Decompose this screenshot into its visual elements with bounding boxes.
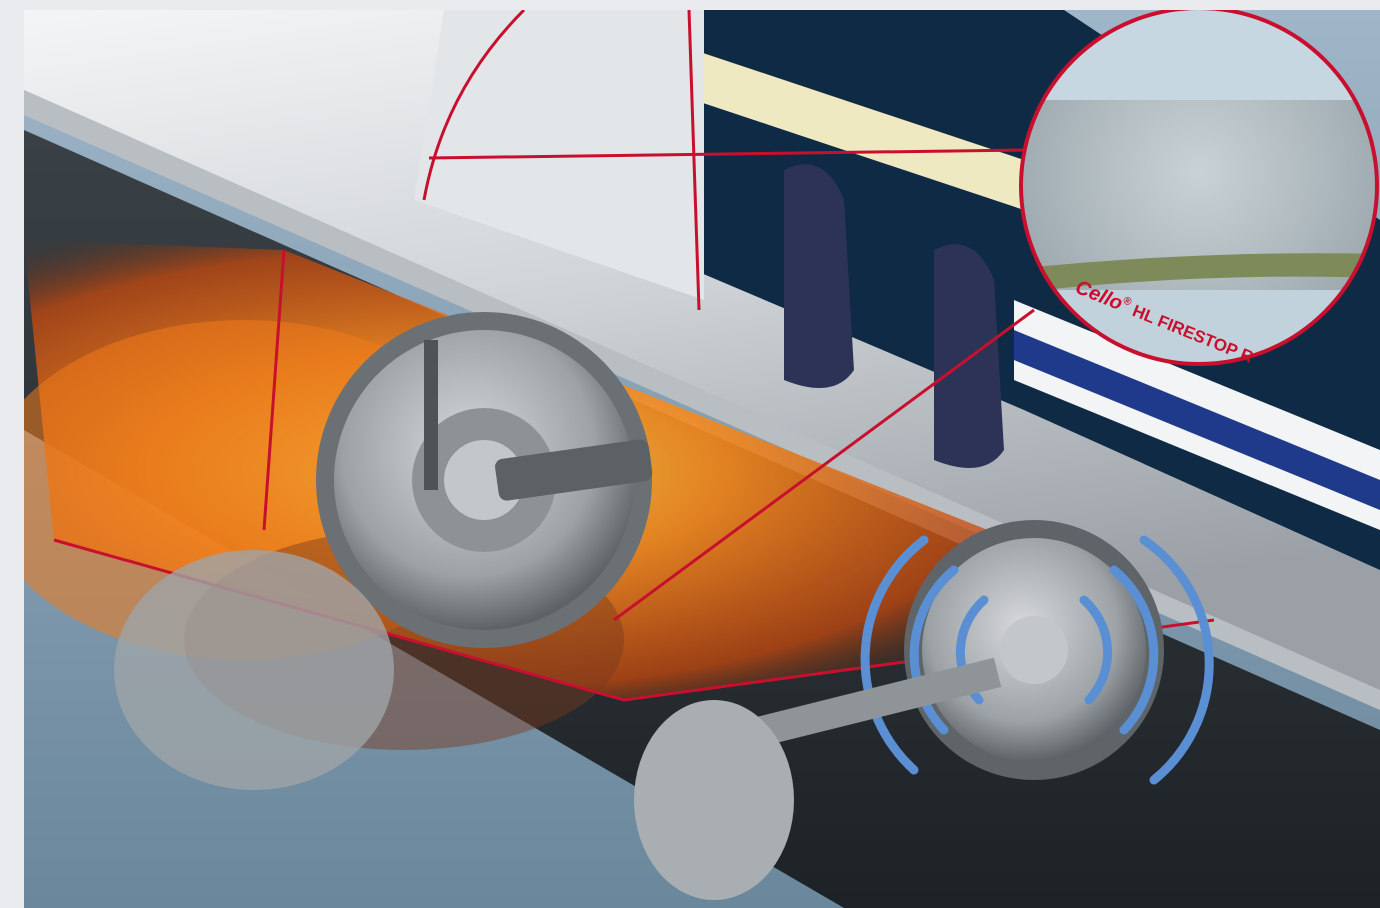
front-wheel [316,312,653,648]
blue-livery-stripe [1014,330,1380,510]
cutaway-curve-line [422,10,526,201]
axle-assembly [114,550,1002,900]
callout-line-lower [613,308,1035,622]
interior-wall-panel [694,50,1024,210]
car-body [24,10,1380,690]
rear-wheel [904,520,1164,780]
illustration-canvas: Cello® HL FIRESTOP R [24,10,1380,908]
cutaway-edge-line [687,10,701,311]
callout-line-upper [428,148,1025,160]
panel-outline-side [262,249,286,531]
vibration-arcs-icon [860,535,1214,785]
